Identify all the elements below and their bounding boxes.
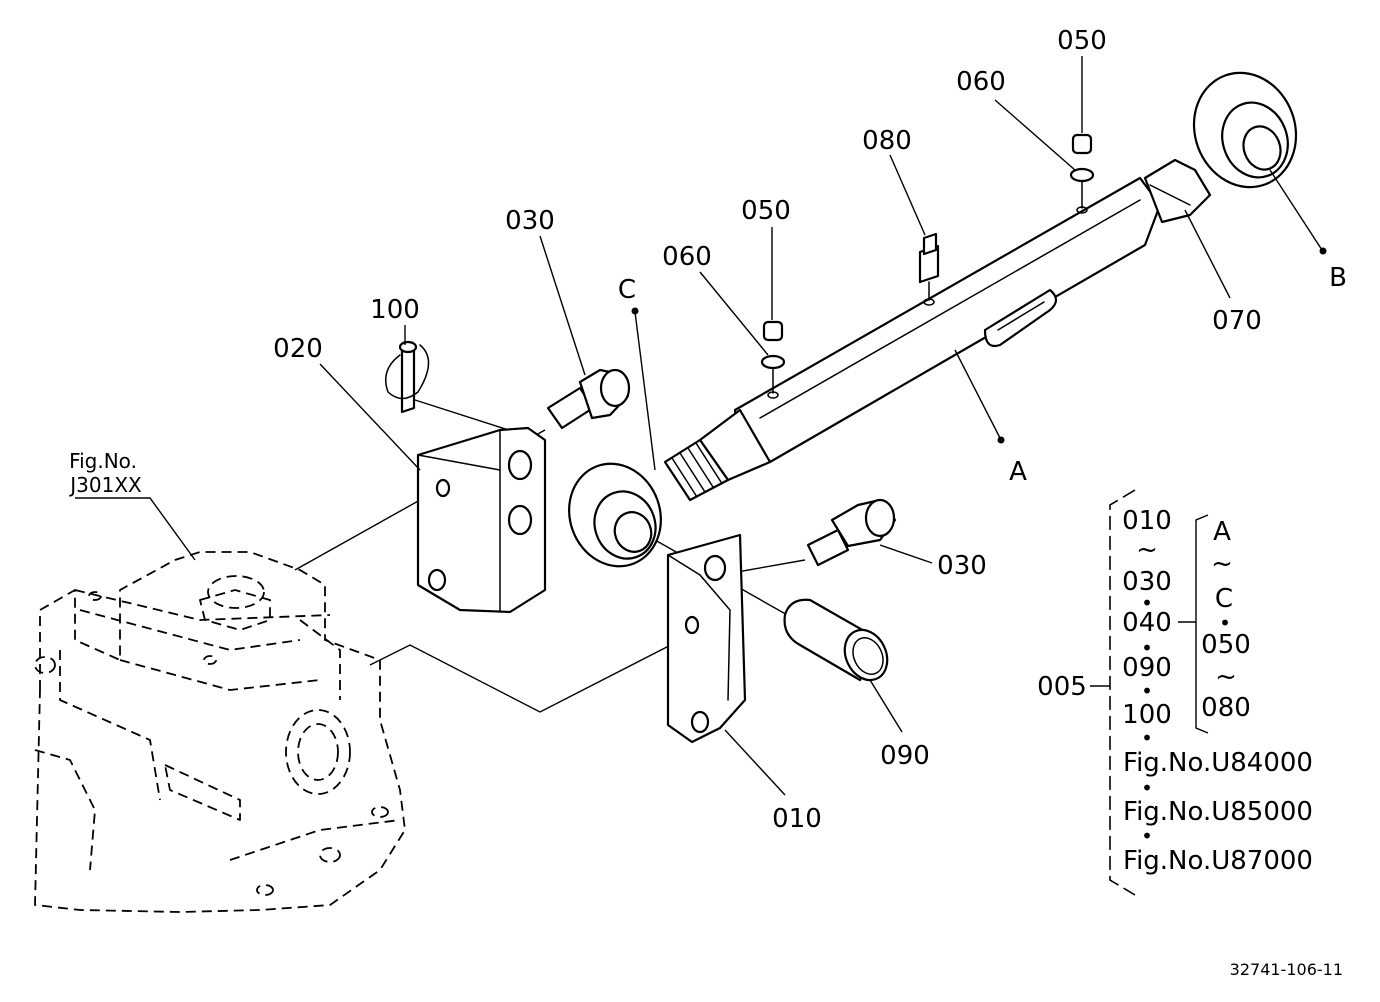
callout-100: 100 [370, 295, 420, 325]
transmission-housing [34, 551, 406, 913]
callout-C: C [618, 275, 636, 305]
assembly-inner-bracket [1195, 514, 1209, 734]
bullet-1: • [1141, 591, 1153, 615]
pin-030-top [546, 368, 631, 430]
bullet-7: • [1219, 611, 1231, 635]
assembly-item-fig-u85000: Fig.No.U85000 [1123, 797, 1313, 827]
subassembly-item-050: 050 [1201, 630, 1251, 660]
callout-labels: 050 060 080 050 060 030 100 020 C A B 07… [68, 26, 1347, 834]
subassembly-item-C: C [1215, 584, 1233, 614]
callout-A: A [1009, 457, 1027, 487]
callout-060-mid: 060 [662, 242, 712, 272]
assembly-item-030: 030 [1122, 567, 1172, 597]
range-mark-right-2: ~ [1215, 662, 1237, 692]
callout-090: 090 [880, 741, 930, 771]
callout-leaders [75, 56, 1327, 796]
assembly-composition: 005 010 ~ 030 • 040 • 090 • 100 • Fig.No… [1037, 489, 1313, 896]
assembly-item-090: 090 [1122, 653, 1172, 683]
callout-B: B [1329, 263, 1347, 293]
assembly-item-040: 040 [1122, 608, 1172, 638]
callout-060-top: 060 [956, 67, 1006, 97]
fig-ref-line2: J301XX [68, 473, 142, 497]
assembly-item-fig-u87000: Fig.No.U87000 [1123, 846, 1313, 876]
callout-050-top: 050 [1057, 26, 1107, 56]
drawing-number: 32741-106-11 [1230, 960, 1343, 979]
subassembly-item-A: A [1213, 517, 1231, 547]
fig-ref-line1: Fig.No. [69, 449, 137, 473]
bullet-6: • [1141, 824, 1153, 848]
callout-050-mid: 050 [741, 196, 791, 226]
pin-030-bottom [806, 498, 897, 567]
lynch-pin-100 [385, 340, 430, 414]
assembly-item-010: 010 [1122, 506, 1172, 536]
assembly-outer-bracket [1109, 489, 1136, 896]
pin-090 [783, 598, 889, 682]
bullet-4: • [1141, 726, 1153, 750]
callout-030-top: 030 [505, 206, 555, 236]
callout-080: 080 [862, 126, 912, 156]
plate-010 [666, 533, 747, 744]
assembly-code: 005 [1037, 672, 1087, 702]
callout-030-bottom: 030 [937, 551, 987, 581]
range-mark-right-1: ~ [1211, 549, 1233, 579]
bracket-020 [416, 426, 547, 614]
bullet-5: • [1141, 776, 1153, 800]
callout-010: 010 [772, 804, 822, 834]
assembly-item-100: 100 [1122, 700, 1172, 730]
assembly-item-fig-u84000: Fig.No.U84000 [1123, 748, 1313, 778]
callout-070: 070 [1212, 306, 1262, 336]
range-mark-left: ~ [1136, 535, 1158, 565]
top-link-rod [568, 71, 1298, 568]
callout-020: 020 [273, 334, 323, 364]
bullet-2: • [1141, 636, 1153, 660]
subassembly-item-080: 080 [1201, 693, 1251, 723]
bullet-3: • [1141, 679, 1153, 703]
